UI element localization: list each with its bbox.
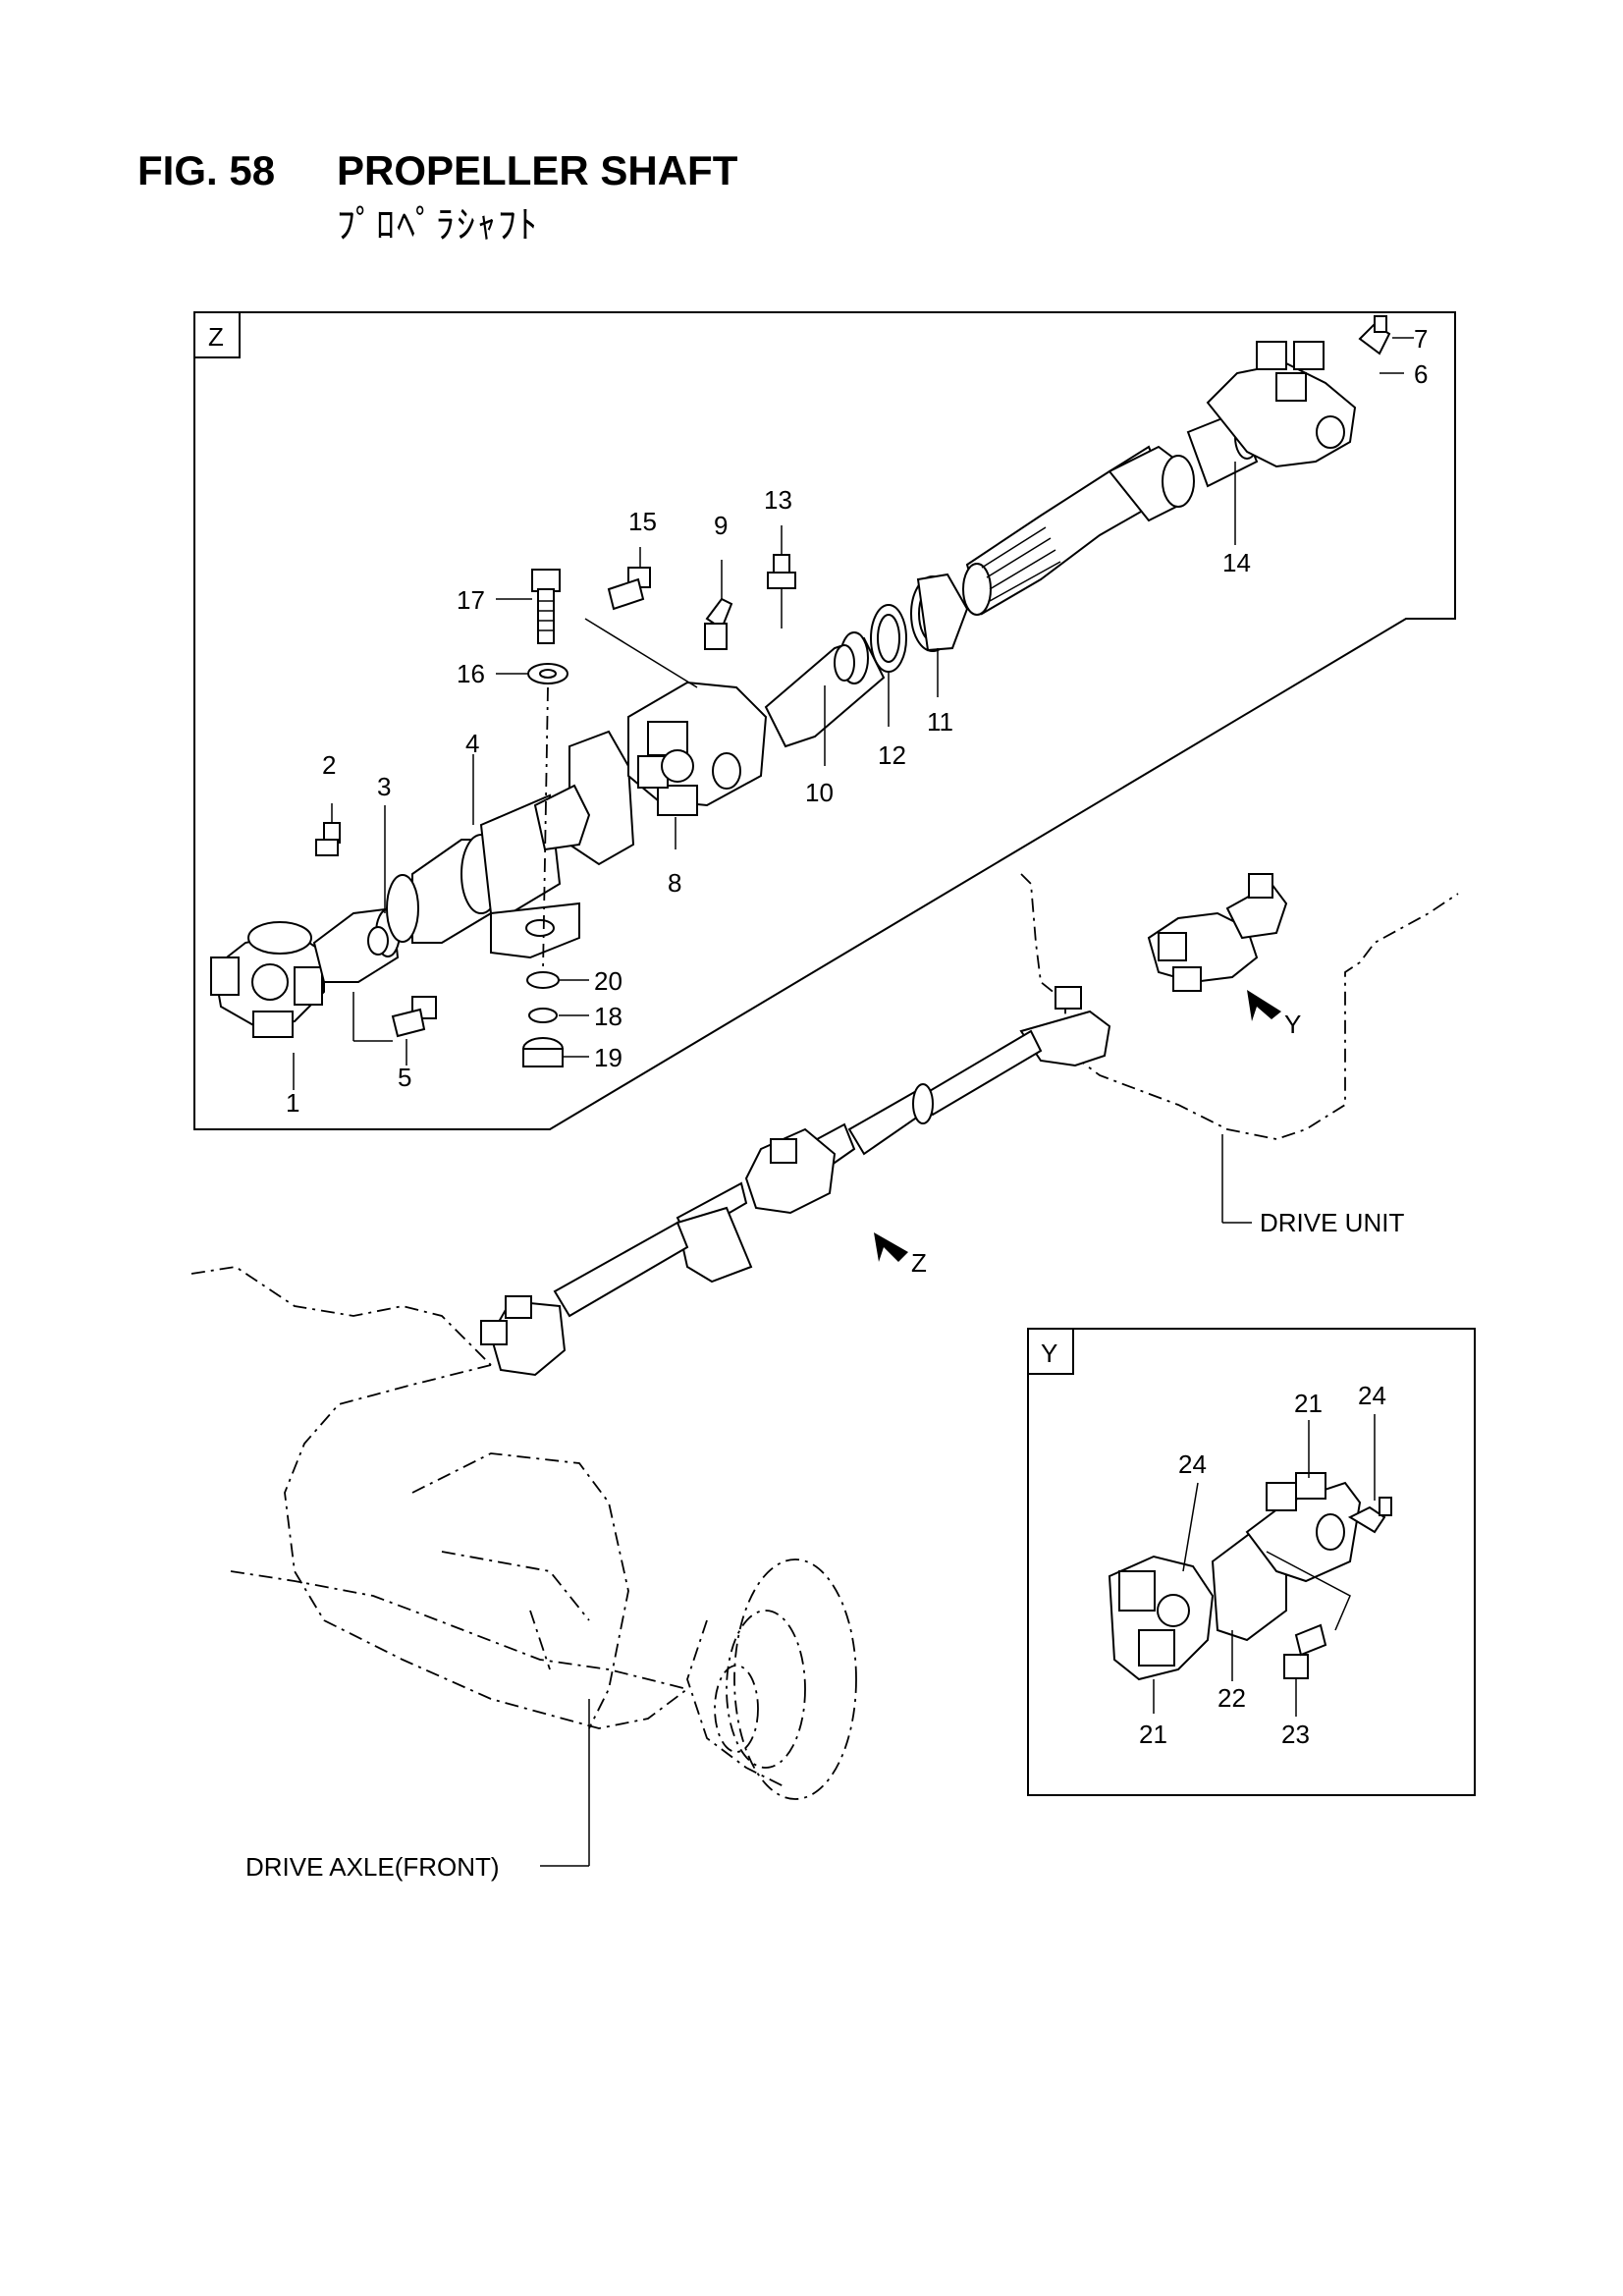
part-13-grease-nipple [767, 554, 796, 629]
z-label-box [193, 311, 241, 358]
part-label-21-bottom: 21 [1139, 1720, 1167, 1749]
part-19-nut [522, 1037, 564, 1067]
part-label-22: 22 [1217, 1683, 1246, 1713]
part-label-24-left: 24 [1178, 1449, 1207, 1479]
drive-axle-front [190, 1266, 857, 1800]
part-label-17: 17 [457, 585, 485, 615]
part-label-16: 16 [457, 659, 485, 688]
part-label-23: 23 [1281, 1720, 1310, 1749]
part-5-bolt [391, 996, 437, 1038]
y-box-label: Y [1041, 1339, 1057, 1368]
part-14-splined-shaft [962, 410, 1260, 616]
drive-unit-callout: DRIVE UNIT [1260, 1208, 1404, 1237]
part-label-1: 1 [286, 1088, 299, 1118]
part-4-center-bearing [386, 730, 635, 959]
figure-title: PROPELLER SHAFT [337, 147, 738, 193]
z-part-labels: 1 2 3 4 5 6 7 8 9 10 11 12 13 14 15 16 1… [286, 324, 1428, 1118]
part-label-14: 14 [1222, 548, 1251, 577]
part-1-universal-joint [210, 921, 325, 1038]
part-label-9: 9 [714, 511, 728, 540]
y-detail-frame [1027, 1328, 1476, 1796]
drive-unit-outline [1020, 873, 1459, 1140]
part-label-4: 4 [465, 729, 479, 758]
part-17-bolt [531, 569, 561, 644]
y-detail-view: Y 21 [1027, 1328, 1476, 1796]
part-7-grease-nipple [1358, 315, 1391, 355]
figure-number: FIG. 58 [137, 147, 276, 193]
y-joint-preview [1147, 873, 1288, 992]
part-label-18: 18 [594, 1002, 622, 1031]
part-label-13: 13 [764, 485, 792, 515]
part-15-bolt [607, 567, 651, 611]
part-label-5: 5 [398, 1063, 411, 1092]
y-universal-joint-assembly [1108, 1472, 1362, 1681]
part-20-washer [526, 971, 560, 989]
z-arrow-label: Z [911, 1248, 927, 1278]
part-16-washer [527, 663, 568, 684]
part-label-12: 12 [878, 740, 906, 770]
part-label-7: 7 [1414, 324, 1428, 354]
z-leader-lines [293, 337, 1414, 1090]
y-arrow-label: Y [1284, 1010, 1301, 1039]
part-label-6: 6 [1414, 359, 1428, 389]
y-label-box [1027, 1328, 1074, 1375]
part-11-ring [910, 573, 969, 652]
part-9-grease-nipple [704, 597, 733, 650]
z-box-label: Z [208, 322, 224, 352]
part-label-2: 2 [322, 750, 336, 780]
y-view-arrow [1247, 990, 1281, 1021]
figure-subtitle-jp: ﾌﾟﾛﾍﾟﾗｼｬﾌﾄ [337, 205, 540, 246]
z-view-arrow [874, 1232, 908, 1262]
part-label-20: 20 [594, 966, 622, 996]
part-label-3: 3 [377, 772, 391, 801]
part-23-bolt [1283, 1623, 1327, 1679]
z-detail-frame [193, 311, 1456, 1130]
y-leader-lines [1153, 1414, 1376, 1717]
part-label-19: 19 [594, 1043, 622, 1072]
assembly-view: DRIVE UNIT Y Z [190, 873, 1459, 1882]
z-detail-view: Z [193, 311, 1456, 1130]
assembled-propeller-shaft [480, 986, 1111, 1377]
part-12-ring [870, 604, 907, 673]
part-label-21-top: 21 [1294, 1389, 1323, 1418]
y-part-labels: 21 21 22 23 24 24 [1139, 1381, 1386, 1749]
part-8-coupling-joint [627, 681, 768, 816]
part-label-8: 8 [668, 868, 681, 898]
part-2-grease-nipple [315, 822, 341, 856]
part-label-15: 15 [628, 507, 657, 536]
part-label-11: 11 [927, 707, 953, 737]
part-24-grease-nipple-right [1347, 1497, 1392, 1534]
part-18-spring-washer [528, 1008, 558, 1023]
part-label-24-right: 24 [1358, 1381, 1386, 1410]
part-label-10: 10 [805, 778, 834, 807]
part-6-universal-joint [1206, 341, 1357, 468]
drive-axle-front-callout: DRIVE AXLE(FRONT) [245, 1852, 500, 1882]
